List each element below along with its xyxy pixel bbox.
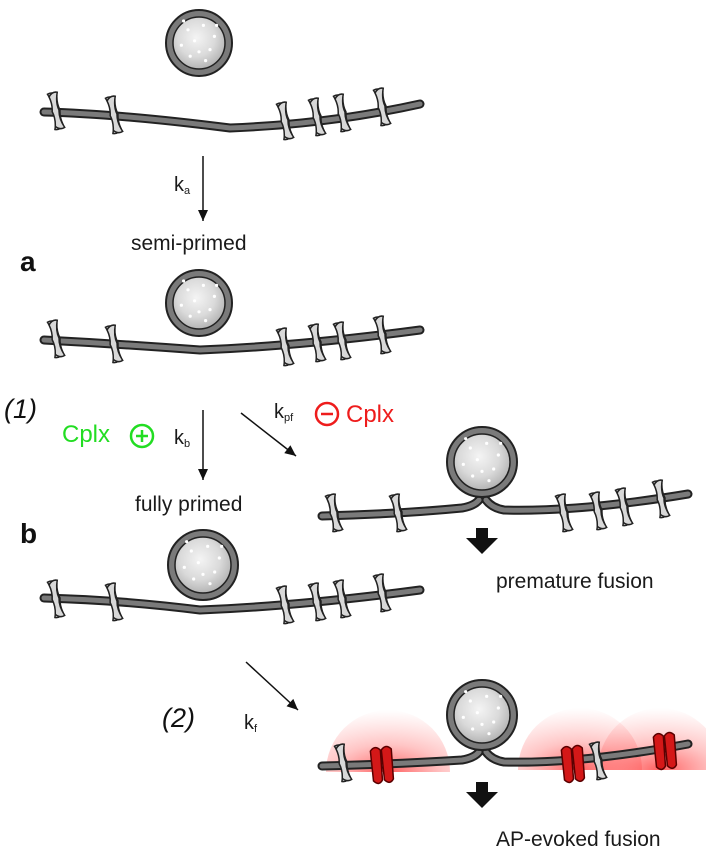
rate-kb-label: kb (174, 427, 191, 450)
ap-evoked-fusion-label: AP-evoked fusion (496, 828, 661, 851)
state-undocked (39, 9, 425, 141)
fully-primed-label: fully primed (135, 493, 243, 516)
state-premature-fusion (317, 426, 693, 554)
premature-fusion-vesicle (446, 426, 518, 498)
calcium-domain (326, 710, 450, 772)
arrow-ka (198, 156, 208, 221)
calcium-channel (369, 745, 395, 785)
snare-channel (651, 479, 671, 519)
rate-kf-label: kf (244, 712, 258, 735)
state-semi-primed (39, 269, 425, 367)
snare-channel (372, 315, 392, 355)
snare-channel (46, 319, 66, 359)
snare-channel (46, 579, 66, 619)
snare-channel (332, 579, 352, 619)
snare-channel (104, 324, 124, 364)
calcium-channel (560, 744, 586, 784)
snare-channel (275, 101, 295, 141)
semi-primed-vesicle (165, 269, 233, 337)
state-fully-primed (39, 529, 425, 625)
panel-a-label: a (20, 246, 36, 277)
ap-evoked-vesicle (446, 679, 518, 751)
step-1-label: (1) (4, 394, 37, 424)
premature-fusion-arrow (466, 528, 498, 554)
snare-channel (388, 493, 408, 533)
undocked-vesicle (165, 9, 233, 77)
rate-ka-label: ka (174, 174, 191, 197)
snare-channel (46, 91, 66, 131)
cplx-positive-label: Cplx (62, 421, 111, 448)
snare-channel (307, 582, 327, 622)
snare-channel (307, 97, 327, 137)
snare-channel (275, 585, 295, 625)
snare-channel (324, 493, 344, 533)
snare-channel (275, 327, 295, 367)
calcium-channel (652, 731, 678, 771)
state-ap-evoked-fusion (317, 679, 706, 808)
snare-channel (372, 573, 392, 613)
snare-channel (332, 93, 352, 133)
premature-fusion-label: premature fusion (496, 570, 654, 593)
snare-channel (614, 487, 634, 527)
snare-channel (554, 493, 574, 533)
cplx-minus-icon (314, 401, 340, 427)
fully-primed-vesicle (167, 529, 239, 601)
arrow-kpf (240, 412, 297, 457)
snare-channel (333, 743, 353, 783)
panel-b-label: b (20, 518, 38, 549)
snare-channel (332, 321, 352, 361)
snare-channel (307, 323, 327, 363)
cplx-negative-label: Cplx (346, 401, 395, 428)
rate-kpf-label: kpf (274, 401, 294, 424)
snare-channel (588, 491, 608, 531)
snare-channel (588, 741, 608, 781)
ap-evoked-fusion-arrow (466, 782, 498, 808)
step-2-label: (2) (162, 703, 195, 733)
snare-channel (104, 95, 124, 135)
snare-channel (372, 87, 392, 127)
arrow-kb (198, 410, 208, 480)
snare-channel (104, 582, 124, 622)
arrow-kf (245, 661, 299, 711)
cplx-plus-icon (129, 423, 155, 449)
calcium-domain (598, 708, 706, 770)
semi-primed-label: semi-primed (131, 232, 247, 255)
